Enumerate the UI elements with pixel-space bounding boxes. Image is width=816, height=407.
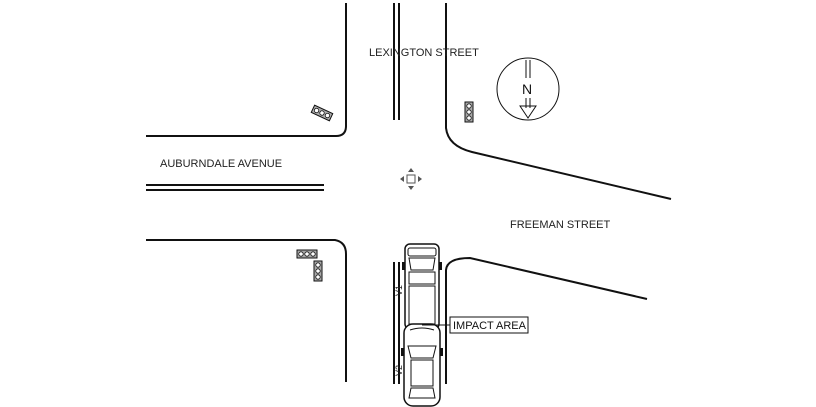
- curb-southwest: [146, 239, 347, 382]
- traffic-signal-icon: [313, 260, 323, 282]
- vehicle-v1-car-icon: [402, 243, 442, 330]
- curb-northwest: [146, 3, 347, 137]
- traffic-signal-icon: [310, 104, 334, 122]
- curb-southeast: [445, 256, 648, 384]
- vehicle-v2-car-icon: [401, 323, 443, 407]
- traffic-signal-icon: [296, 249, 318, 259]
- north-letter: N: [522, 81, 532, 97]
- v1-label: V1: [394, 285, 404, 296]
- v2-label: V2: [394, 365, 404, 376]
- north-arrow-icon: N: [496, 57, 560, 121]
- freeman-street-label: FREEMAN STREET: [510, 219, 611, 231]
- auburndale-avenue-label: AUBURNDALE AVENUE: [160, 158, 282, 170]
- impact-area-label: IMPACT AREA: [453, 320, 527, 332]
- road-edges: [146, 3, 672, 384]
- lexington-street-label: LEXINGTON STREET: [369, 47, 479, 59]
- traffic-signal-icon: [464, 101, 474, 123]
- impact-area-callout: IMPACT AREA: [422, 316, 529, 334]
- curb-northeast: [445, 3, 672, 200]
- move-handle-icon[interactable]: [400, 168, 422, 190]
